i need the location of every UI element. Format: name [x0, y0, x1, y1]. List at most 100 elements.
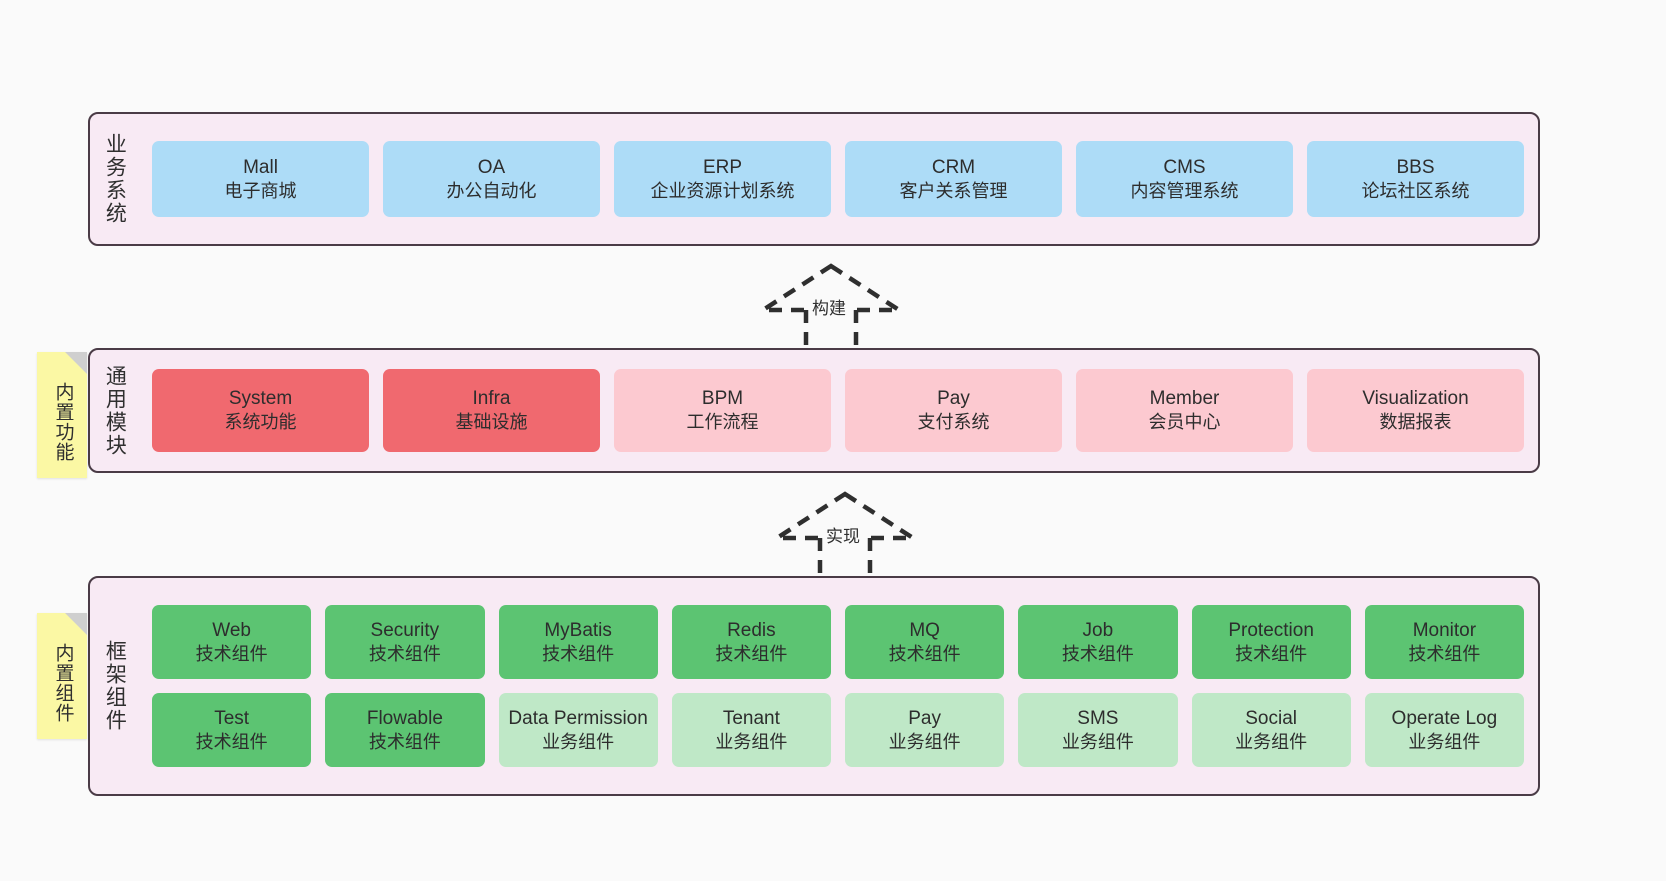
- card-sms[interactable]: SMS 业务组件: [1018, 693, 1178, 767]
- card-title-en: Security: [370, 619, 440, 641]
- card-title-en: Test: [214, 707, 250, 729]
- connector-build-arrow: [755, 263, 907, 350]
- card-title-en: Protection: [1228, 619, 1314, 641]
- card-bbs[interactable]: BBS 论坛社区系统: [1307, 141, 1524, 217]
- card-title-en: CMS: [1163, 156, 1206, 178]
- card-title-en: Job: [1082, 619, 1114, 641]
- note-fold-corner-icon: [65, 613, 87, 635]
- card-title-cn: 技术组件: [542, 643, 615, 664]
- layer-body-framework: Web 技术组件 Security 技术组件 MyBatis 技术组件 Redi…: [138, 578, 1538, 794]
- note-fold-corner-icon: [65, 352, 87, 374]
- card-web[interactable]: Web 技术组件: [152, 605, 312, 679]
- card-title-en: System: [228, 388, 293, 410]
- card-erp[interactable]: ERP 企业资源计划系统: [614, 141, 831, 217]
- card-title-en: BPM: [701, 388, 744, 410]
- card-title-en: MQ: [909, 619, 940, 641]
- card-title-cn: 技术组件: [1235, 643, 1308, 664]
- card-redis[interactable]: Redis 技术组件: [671, 605, 831, 679]
- layer-business-system: 业务系统 Mall 电子商城 OA 办公自动化 ERP 企业资源计划系统 CRM…: [88, 112, 1540, 246]
- card-title-en: Visualization: [1362, 388, 1469, 410]
- card-title-cn: 技术组件: [715, 643, 788, 664]
- card-title-en: Monitor: [1412, 619, 1477, 641]
- card-title-en: Member: [1149, 388, 1220, 410]
- card-title-cn: 业务组件: [1235, 731, 1308, 752]
- card-pay-business[interactable]: Pay 业务组件: [845, 693, 1005, 767]
- card-title-en: Pay: [908, 707, 941, 729]
- card-title-en: ERP: [702, 156, 743, 178]
- layer-label-business: 业务系统: [103, 133, 127, 225]
- card-protection[interactable]: Protection 技术组件: [1191, 605, 1351, 679]
- card-title-cn: 技术组件: [195, 731, 268, 752]
- card-title-cn: 业务组件: [542, 731, 615, 752]
- card-security[interactable]: Security 技术组件: [325, 605, 485, 679]
- card-title-cn: 技术组件: [368, 643, 441, 664]
- card-job[interactable]: Job 技术组件: [1018, 605, 1178, 679]
- card-title-en: BBS: [1396, 156, 1435, 178]
- card-bpm[interactable]: BPM 工作流程: [614, 369, 831, 452]
- card-mall[interactable]: Mall 电子商城: [152, 141, 369, 217]
- card-title-cn: 内容管理系统: [1130, 180, 1239, 201]
- connector-implement: 实现: [769, 488, 921, 576]
- card-title-en: Flowable: [366, 707, 443, 729]
- card-title-cn: 系统功能: [224, 412, 297, 433]
- card-pay[interactable]: Pay 支付系统: [845, 369, 1062, 452]
- card-title-cn: 论坛社区系统: [1361, 180, 1470, 201]
- card-title-cn: 基础设施: [455, 412, 528, 433]
- layer-label-framework: 框架组件: [103, 640, 127, 732]
- layer-general-module: 通用模块 System 系统功能 Infra 基础设施 BPM 工作流程 Pay…: [88, 348, 1540, 473]
- card-title-en: Mall: [243, 156, 278, 178]
- card-row: Test 技术组件 Flowable 技术组件 Data Permission …: [152, 693, 1524, 767]
- card-row: System 系统功能 Infra 基础设施 BPM 工作流程 Pay 支付系统…: [152, 369, 1524, 452]
- card-title-cn: 技术组件: [368, 731, 441, 752]
- card-mq[interactable]: MQ 技术组件: [845, 605, 1005, 679]
- connector-build: 构建: [755, 258, 907, 350]
- card-title-cn: 电子商城: [224, 180, 297, 201]
- layer-label-module: 通用模块: [103, 364, 127, 457]
- card-member[interactable]: Member 会员中心: [1076, 369, 1293, 452]
- connector-label-implement: 实现: [824, 522, 862, 547]
- note-builtin-components: 内置组件: [37, 613, 87, 739]
- card-title-cn: 技术组件: [195, 643, 268, 664]
- card-title-cn: 企业资源计划系统: [650, 180, 795, 201]
- card-title-cn: 办公自动化: [446, 180, 537, 201]
- card-system[interactable]: System 系统功能: [152, 369, 369, 452]
- card-crm[interactable]: CRM 客户关系管理: [845, 141, 1062, 217]
- card-operate-log[interactable]: Operate Log 业务组件: [1364, 693, 1524, 767]
- card-title-cn: 技术组件: [1061, 643, 1134, 664]
- card-cms[interactable]: CMS 内容管理系统: [1076, 141, 1293, 217]
- note-text: 内置功能: [52, 382, 74, 462]
- card-title-en: Redis: [727, 619, 776, 641]
- card-title-en: Infra: [472, 388, 511, 410]
- card-title-cn: 支付系统: [917, 412, 990, 433]
- card-social[interactable]: Social 业务组件: [1191, 693, 1351, 767]
- card-data-permission[interactable]: Data Permission 业务组件: [498, 693, 658, 767]
- layer-body-business: Mall 电子商城 OA 办公自动化 ERP 企业资源计划系统 CRM 客户关系…: [138, 114, 1538, 244]
- note-text: 内置组件: [52, 643, 74, 723]
- card-title-cn: 会员中心: [1148, 412, 1221, 433]
- connector-implement-arrow: [769, 491, 921, 576]
- layer-framework-component: 框架组件 Web 技术组件 Security 技术组件 MyBatis 技术组件…: [88, 576, 1540, 796]
- card-test[interactable]: Test 技术组件: [152, 693, 312, 767]
- card-mybatis[interactable]: MyBatis 技术组件: [498, 605, 658, 679]
- card-title-cn: 业务组件: [1061, 731, 1134, 752]
- card-title-en: Web: [212, 619, 251, 641]
- card-title-en: MyBatis: [544, 619, 612, 641]
- card-row: Mall 电子商城 OA 办公自动化 ERP 企业资源计划系统 CRM 客户关系…: [152, 141, 1524, 217]
- card-monitor[interactable]: Monitor 技术组件: [1364, 605, 1524, 679]
- card-title-cn: 工作流程: [686, 412, 759, 433]
- layer-body-module: System 系统功能 Infra 基础设施 BPM 工作流程 Pay 支付系统…: [138, 350, 1538, 471]
- card-title-cn: 数据报表: [1379, 412, 1452, 433]
- card-title-cn: 技术组件: [1408, 643, 1481, 664]
- card-title-cn: 业务组件: [888, 731, 961, 752]
- card-infra[interactable]: Infra 基础设施: [383, 369, 600, 452]
- card-title-en: CRM: [931, 156, 976, 178]
- card-flowable[interactable]: Flowable 技术组件: [325, 693, 485, 767]
- card-oa[interactable]: OA 办公自动化: [383, 141, 600, 217]
- card-tenant[interactable]: Tenant 业务组件: [671, 693, 831, 767]
- connector-label-build: 构建: [810, 294, 848, 319]
- card-visualization[interactable]: Visualization 数据报表: [1307, 369, 1524, 452]
- card-title-en: Data Permission: [508, 707, 648, 729]
- card-title-cn: 客户关系管理: [899, 180, 1008, 201]
- card-title-en: Pay: [937, 388, 970, 410]
